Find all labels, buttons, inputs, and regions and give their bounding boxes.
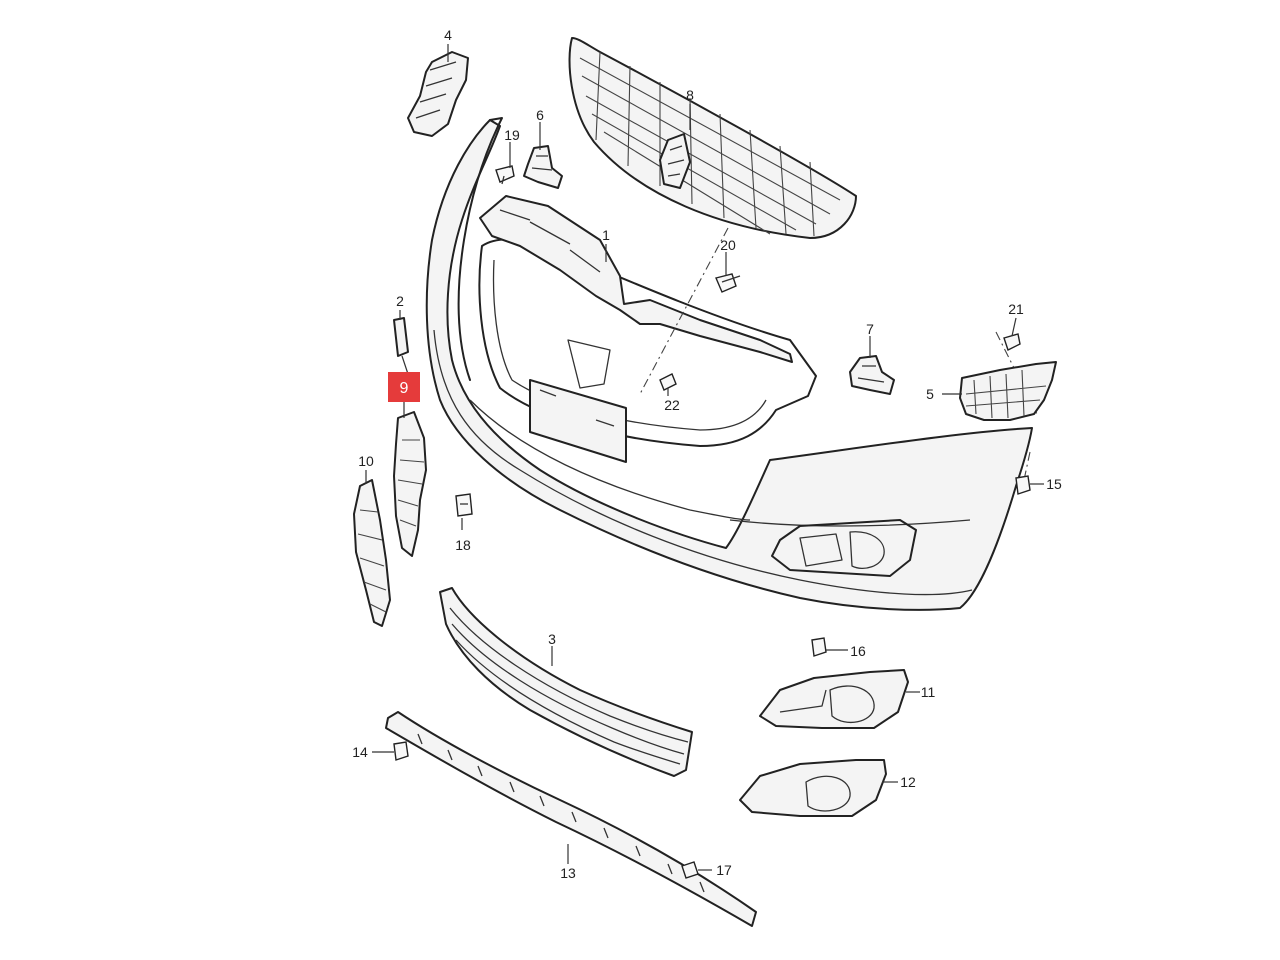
callout-3: 3 bbox=[548, 631, 556, 647]
callout-9: 9 bbox=[400, 380, 409, 397]
callout-12: 12 bbox=[900, 774, 916, 790]
part-11-fog-lamp-bezel[interactable] bbox=[759, 669, 909, 729]
callout-22: 22 bbox=[664, 397, 680, 413]
part-2-cap[interactable] bbox=[393, 317, 409, 357]
callout-15: 15 bbox=[1046, 476, 1062, 492]
callout-14: 14 bbox=[352, 744, 368, 760]
part-7-bracket[interactable] bbox=[849, 355, 895, 395]
callout-8: 8 bbox=[686, 87, 694, 103]
front-bumper-cover[interactable] bbox=[425, 117, 1033, 611]
leader-lines bbox=[365, 44, 1044, 871]
callout-16: 16 bbox=[850, 643, 866, 659]
part-22-screw[interactable] bbox=[659, 373, 677, 391]
callout-labels: 4 8 6 19 1 20 2 21 7 5 9 22 10 15 18 3 1… bbox=[352, 27, 1062, 881]
callout-21: 21 bbox=[1008, 301, 1024, 317]
callout-4: 4 bbox=[444, 27, 452, 43]
callout-10: 10 bbox=[358, 453, 374, 469]
part-3-lower-grille[interactable] bbox=[439, 587, 693, 777]
fitting-line-part15 bbox=[1023, 451, 1031, 481]
part-1-reinforcement[interactable] bbox=[479, 195, 793, 389]
part-4-side-bracket[interactable] bbox=[407, 51, 469, 137]
callout-19: 19 bbox=[504, 127, 520, 143]
callout-5: 5 bbox=[926, 386, 934, 402]
callout-1: 1 bbox=[602, 227, 610, 243]
leader-2-to-9 bbox=[401, 355, 409, 375]
callout-18: 18 bbox=[455, 537, 471, 553]
part-20-bolt[interactable] bbox=[715, 273, 741, 293]
callout-13: 13 bbox=[560, 865, 576, 881]
part-12-fog-lamp-bezel[interactable] bbox=[739, 759, 887, 817]
part-19-clip[interactable] bbox=[495, 165, 515, 185]
callout-11: 11 bbox=[921, 684, 936, 700]
part-9-side-bracket[interactable] bbox=[393, 411, 427, 557]
callout-6: 6 bbox=[536, 107, 544, 123]
callout-20: 20 bbox=[720, 237, 736, 253]
part-5-side-bracket[interactable] bbox=[959, 361, 1057, 421]
callout-2: 2 bbox=[396, 293, 404, 309]
fitting-line-grille bbox=[639, 227, 729, 395]
callout-9-highlight bbox=[388, 372, 420, 402]
part-14-screw[interactable] bbox=[393, 741, 409, 761]
callout-7: 7 bbox=[866, 321, 874, 337]
part-15-screw[interactable] bbox=[1015, 475, 1031, 495]
part-6-center-bracket[interactable] bbox=[523, 145, 563, 189]
part-8-upper-grille[interactable] bbox=[568, 37, 857, 239]
part-21-screw[interactable] bbox=[1003, 333, 1021, 351]
part-17-clip[interactable] bbox=[681, 861, 699, 879]
part-10-side-bracket[interactable] bbox=[353, 479, 391, 627]
part-16-screw[interactable] bbox=[811, 637, 827, 657]
part-18-clip[interactable] bbox=[455, 493, 473, 517]
callout-17: 17 bbox=[716, 862, 732, 878]
part-13-lower-molding[interactable] bbox=[385, 711, 757, 927]
